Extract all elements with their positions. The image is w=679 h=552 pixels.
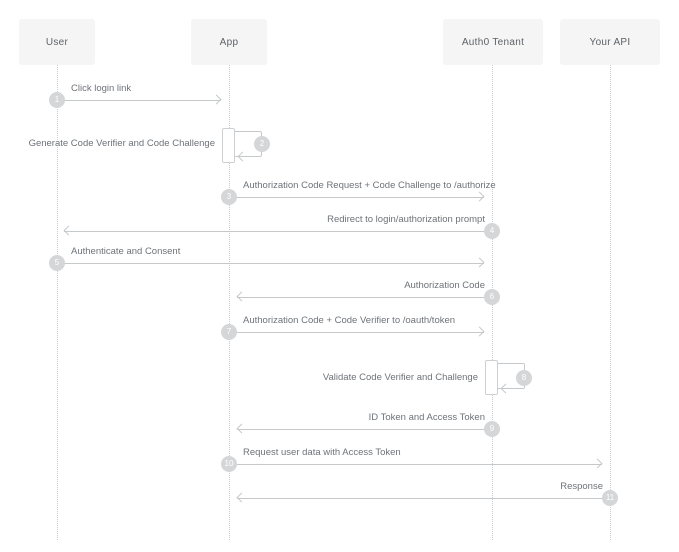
step-badge: 1 — [49, 92, 65, 108]
step-badge: 6 — [484, 289, 500, 305]
participant-label: User — [45, 36, 69, 48]
arrowhead-left-icon — [236, 291, 247, 302]
message-label: Authorization Code — [404, 280, 485, 291]
message-line — [229, 332, 484, 333]
step-badge: 4 — [484, 223, 500, 239]
participant-app: App — [191, 19, 267, 65]
step-badge: 2 — [254, 136, 270, 152]
arrowhead-left-icon — [236, 492, 247, 503]
message-line — [57, 263, 484, 264]
step-badge: 9 — [484, 421, 500, 437]
message-line — [229, 464, 602, 465]
message-label: ID Token and Access Token — [368, 412, 485, 423]
step-badge: 7 — [221, 324, 237, 340]
message-line — [57, 100, 221, 101]
step-badge: 8 — [516, 370, 532, 386]
participant-api: Your API — [560, 19, 660, 65]
participant-user: User — [19, 19, 95, 65]
message-label: Authorization Code + Code Verifier to /o… — [243, 315, 456, 326]
message-line — [237, 429, 492, 430]
participant-auth0: Auth0 Tenant — [443, 19, 543, 65]
message-line — [229, 197, 484, 198]
step-badge: 10 — [221, 456, 237, 472]
participant-label: Your API — [589, 36, 631, 48]
message-label: Validate Code Verifier and Challenge — [322, 372, 478, 383]
message-line — [237, 297, 492, 298]
message-label: Redirect to login/authorization prompt — [327, 214, 485, 225]
arrowhead-left-icon — [236, 423, 247, 434]
message-line — [64, 231, 492, 232]
message-label: Authenticate and Consent — [71, 246, 181, 257]
activation-bar — [222, 128, 235, 163]
step-badge: 3 — [221, 189, 237, 205]
arrowhead-right-icon — [474, 257, 485, 268]
message-label: Request user data with Access Token — [243, 447, 401, 458]
arrowhead-right-icon — [211, 94, 222, 105]
participant-label: Auth0 Tenant — [461, 36, 525, 48]
step-badge: 11 — [602, 490, 618, 506]
lifeline-app — [229, 65, 230, 540]
activation-bar — [485, 360, 498, 395]
lifeline-api — [610, 65, 611, 540]
arrowhead-right-icon — [474, 326, 485, 337]
arrowhead-right-icon — [474, 191, 485, 202]
lifeline-user — [57, 65, 58, 540]
participant-label: App — [219, 36, 239, 48]
message-line — [237, 498, 610, 499]
step-badge: 5 — [49, 255, 65, 271]
message-label: Click login link — [71, 83, 132, 94]
message-label: Response — [560, 481, 603, 492]
arrowhead-right-icon — [592, 458, 603, 469]
message-label: Authorization Code Request + Code Challe… — [243, 180, 496, 191]
arrowhead-left-icon — [63, 225, 74, 236]
message-label: Generate Code Verifier and Code Challeng… — [28, 138, 215, 149]
